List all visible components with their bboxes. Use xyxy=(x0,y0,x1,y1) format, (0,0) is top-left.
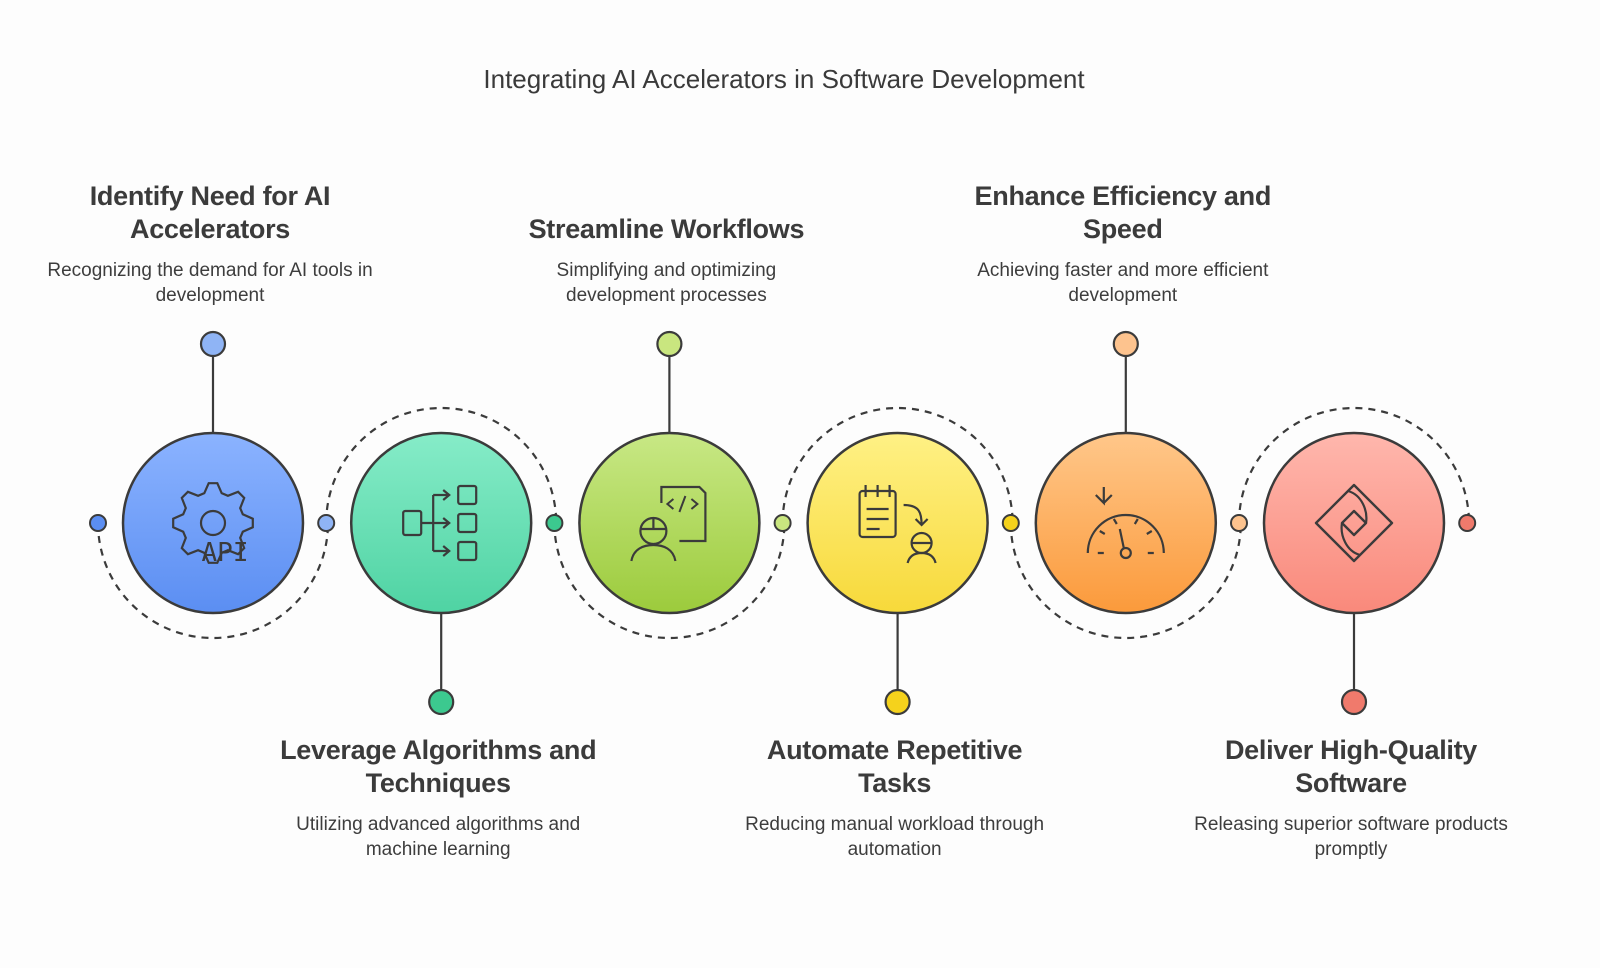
step-circle xyxy=(121,431,305,615)
stem-marker xyxy=(1112,330,1139,358)
junction-dot xyxy=(89,514,107,532)
algorithm-flow-icon xyxy=(402,484,478,562)
step-heading: Automate Repetitive Tasks xyxy=(766,735,1023,798)
connector-arc xyxy=(96,522,330,640)
step-circle xyxy=(1034,431,1218,615)
stem-marker xyxy=(199,330,227,358)
step-circle xyxy=(1262,431,1446,615)
step-description: Releasing superior software products pro… xyxy=(1194,814,1508,860)
junction-dot xyxy=(1230,514,1248,532)
step-heading: Leverage Algorithms and Techniques xyxy=(280,735,597,798)
connector-arc xyxy=(553,522,786,640)
junction-dot xyxy=(317,514,336,532)
step-description: Recognizing the demand for AI tools in d… xyxy=(47,260,373,306)
connector-arc xyxy=(325,406,558,524)
svg-text:API: API xyxy=(202,538,249,568)
junction-dot xyxy=(1458,514,1477,532)
developer-code-icon xyxy=(630,485,707,562)
stem-marker xyxy=(884,688,911,716)
step-circle xyxy=(806,431,989,615)
stem-marker xyxy=(1340,688,1368,716)
stem-marker xyxy=(428,688,455,716)
step-description: Achieving faster and more efficient deve… xyxy=(977,260,1269,306)
step-description: Simplifying and optimizing development p… xyxy=(556,260,777,306)
junction-dot xyxy=(545,514,564,532)
step-heading: Streamline Workflows xyxy=(528,214,805,244)
junction-dot xyxy=(773,514,792,532)
connector-arc xyxy=(1009,522,1242,640)
step-heading: Deliver High-Quality Software xyxy=(1224,735,1478,798)
junction-dot xyxy=(1001,514,1020,532)
step-description: Utilizing advanced algorithms and machin… xyxy=(296,814,581,860)
stem-marker xyxy=(656,330,683,358)
step-heading: Enhance Efficiency and Speed xyxy=(974,181,1272,244)
product-logo-icon xyxy=(1314,483,1394,563)
connector-arc xyxy=(781,406,1014,524)
speedometer-icon xyxy=(1086,487,1165,560)
step-heading: Identify Need for AI Accelerators xyxy=(89,181,331,244)
step-circle xyxy=(578,431,761,615)
diagram-title: Integrating AI Accelerators in Software … xyxy=(483,64,1085,94)
connector-arc xyxy=(1237,406,1471,524)
step-description: Reducing manual workload through automat… xyxy=(745,814,1045,860)
task-automation-icon xyxy=(858,485,937,564)
api-gear-icon: API xyxy=(172,482,254,568)
